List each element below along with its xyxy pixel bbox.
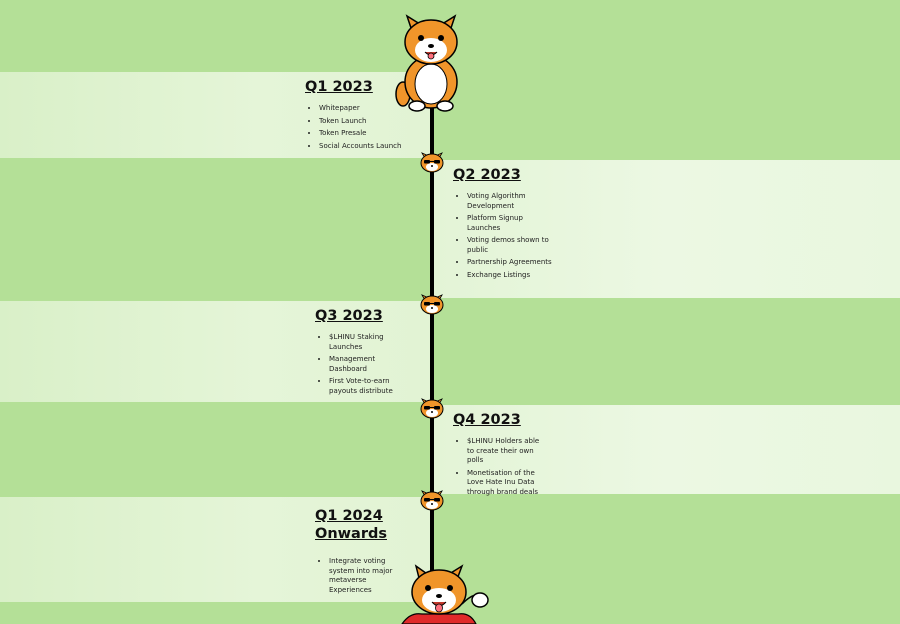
list-item: Partnership Agreements [467,258,553,268]
timeline-line [430,80,434,624]
phase-item-list: Voting Algorithm Development Platform Si… [453,192,553,280]
list-item: Integrate voting system into major metav… [329,557,395,595]
list-item: Whitepaper [319,104,415,114]
phase-q2-2023: Q2 2023 Voting Algorithm Development Pla… [453,166,553,283]
shiba-sunglasses-icon [420,398,444,419]
shiba-sunglasses-icon [420,294,444,315]
phase-item-list: $LHINU Staking Launches Management Dashb… [315,333,400,396]
list-item: Monetisation of the Love Hate Inu Data t… [467,469,548,498]
phase-q1-2023: Q1 2023 Whitepaper Token Launch Token Pr… [305,78,415,154]
phase-band-q1-2023 [0,72,430,158]
phase-band-q3-2023 [0,301,430,402]
list-item: First Vote-to-earn payouts distribute [329,377,400,396]
shiba-sunglasses-icon [420,490,444,511]
list-item: $LHINU Staking Launches [329,333,400,352]
list-item: Voting demos shown to public [467,236,553,255]
phase-title: Q2 2023 [453,167,521,183]
phase-title: Q3 2023 [315,308,383,324]
phase-item-list: Whitepaper Token Launch Token Presale So… [305,104,415,151]
list-item: Social Accounts Launch [319,142,415,152]
phase-q4-2023: Q4 2023 $LHINU Holders able to create th… [453,411,548,500]
list-item: Platform Signup Launches [467,214,553,233]
shiba-mascot-waving-icon [401,564,489,624]
phase-band-q2-2023 [434,160,900,298]
list-item: Token Launch [319,117,415,127]
list-item: $LHINU Holders able to create their own … [467,437,548,466]
shiba-mascot-sitting-icon [395,14,458,112]
phase-title: Q1 2023 [305,79,373,95]
list-item: Token Presale [319,129,415,139]
list-item: Voting Algorithm Development [467,192,553,211]
phase-q1-2024-onwards: Q1 2024 Onwards Integrate voting system … [315,507,395,598]
phase-item-list: Integrate voting system into major metav… [315,557,395,595]
shiba-sunglasses-icon [420,152,444,173]
phase-title: Q4 2023 [453,412,521,428]
phase-item-list: $LHINU Holders able to create their own … [453,437,548,497]
list-item: Exchange Listings [467,271,553,281]
list-item: Management Dashboard [329,355,400,374]
phase-title: Q1 2024 Onwards [315,508,387,542]
phase-band-q4-2023 [434,405,900,494]
phase-q3-2023: Q3 2023 $LHINU Staking Launches Manageme… [315,307,400,399]
phase-band-q1-2024 [0,497,430,602]
